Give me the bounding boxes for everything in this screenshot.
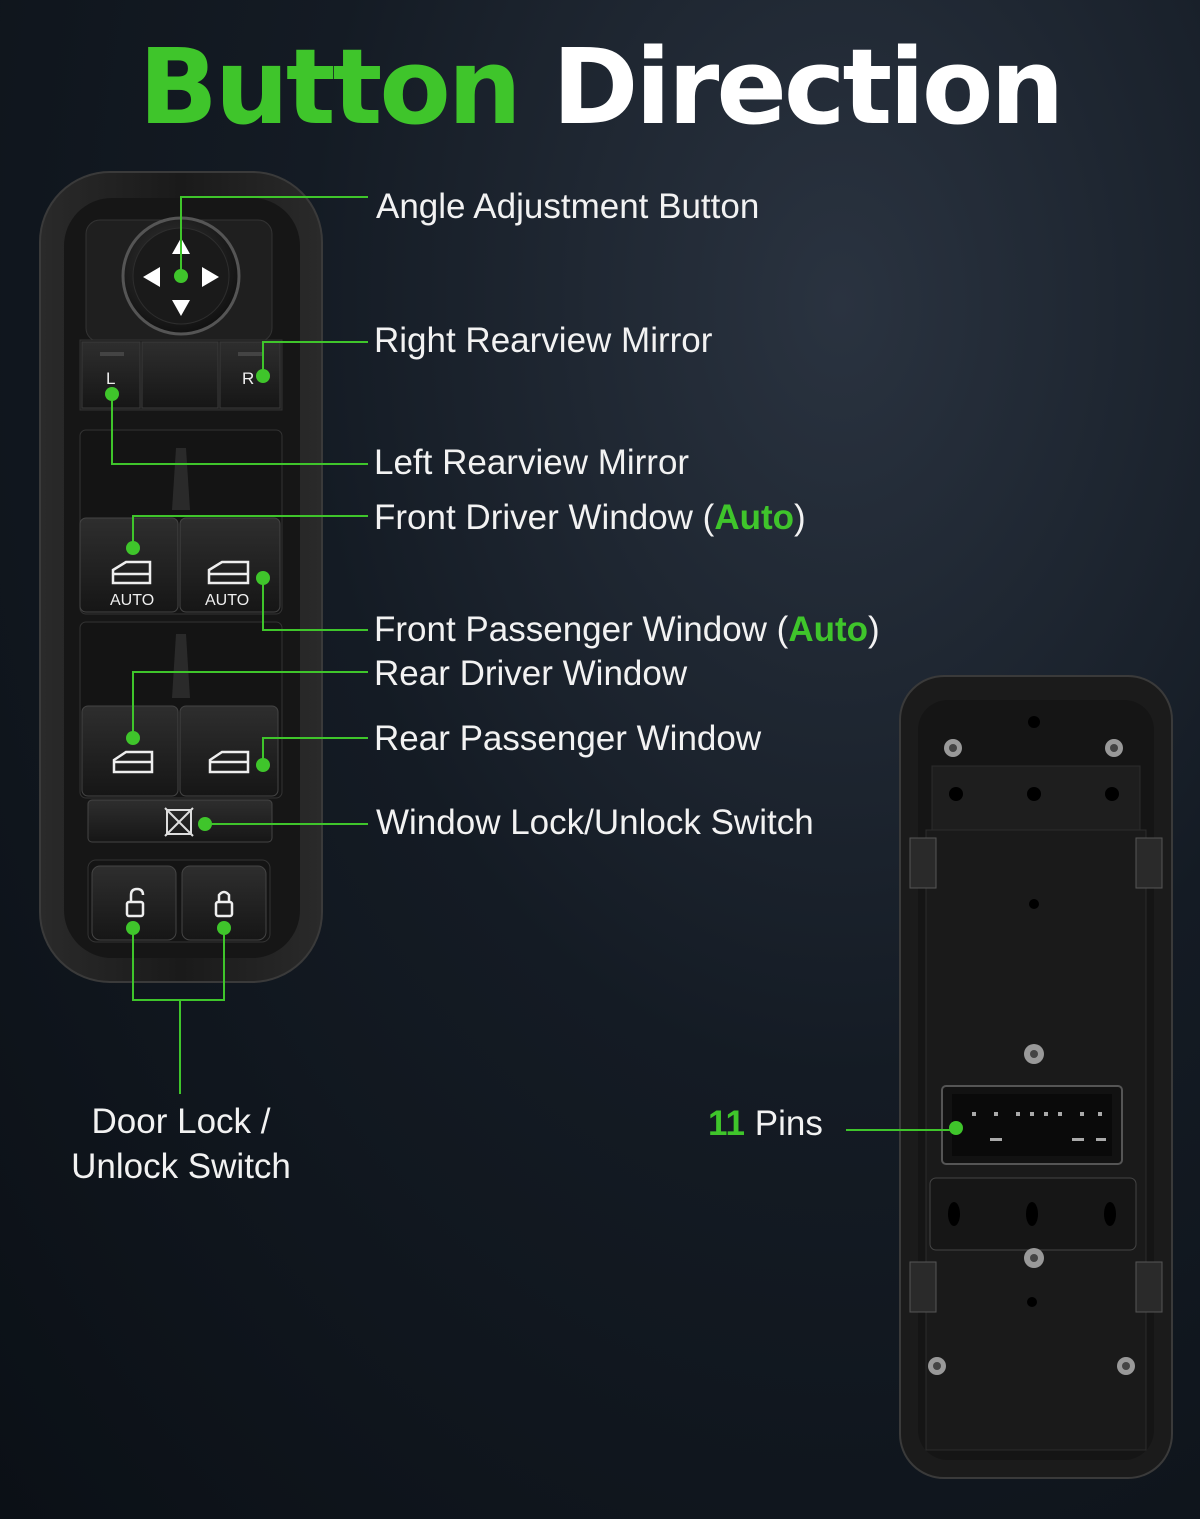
callout-lines <box>111 196 956 1131</box>
label-door-lock-line2: Unlock Switch <box>71 1146 291 1186</box>
window-icon <box>207 560 250 585</box>
label-front-passenger: Front Passenger Window (Auto) <box>374 612 880 647</box>
label-front-driver: Front Driver Window (Auto) <box>374 500 806 535</box>
page-title: Button Direction <box>0 26 1200 148</box>
label-pins: 11 Pins <box>708 1106 823 1141</box>
label-front-passenger-text: Front Passenger Window ( <box>374 610 789 649</box>
switch-mark-r: R <box>242 369 254 388</box>
front-passenger-window-button[interactable] <box>179 517 281 613</box>
label-front-driver-auto: Auto <box>714 498 795 537</box>
label-angle-adjustment: Angle Adjustment Button <box>376 187 760 226</box>
title-white: Direction <box>552 26 1064 148</box>
label-right-mirror: Right Rearview Mirror <box>374 321 713 360</box>
label-front-driver-close: ) <box>794 498 806 537</box>
label-left-mirror: Left Rearview Mirror <box>374 443 690 482</box>
label-rear-driver: Rear Driver Window <box>374 654 688 693</box>
label-pins-count: 11 <box>708 1104 745 1143</box>
unlock-icon <box>125 887 145 918</box>
arrow-right-icon <box>202 267 219 287</box>
auto-mark-driver: AUTO <box>110 592 154 609</box>
window-lock-icon <box>164 807 194 837</box>
label-front-driver-text: Front Driver Window ( <box>374 498 715 537</box>
lock-icon <box>214 890 234 918</box>
window-icon <box>111 560 152 585</box>
label-door-lock: Door Lock / Unlock Switch <box>40 1100 322 1190</box>
arrow-left-icon <box>143 267 160 287</box>
label-window-lock: Window Lock/Unlock Switch <box>376 803 814 842</box>
window-icon <box>112 750 154 774</box>
arrow-down-icon <box>172 300 190 316</box>
switch-panel-front: L R AUTO AUTO <box>39 171 323 983</box>
window-icon <box>208 750 250 774</box>
label-rear-passenger: Rear Passenger Window <box>374 719 762 758</box>
auto-mark-passenger: AUTO <box>205 592 249 609</box>
label-door-lock-line1: Door Lock / <box>91 1102 271 1141</box>
label-front-passenger-close: ) <box>868 610 880 649</box>
callout-dots <box>105 269 963 1135</box>
title-green: Button <box>138 26 522 148</box>
label-front-passenger-auto: Auto <box>788 610 869 649</box>
front-driver-window-button[interactable] <box>79 517 179 613</box>
label-pins-text: Pins <box>754 1104 823 1143</box>
mirror-center-button[interactable] <box>141 341 219 409</box>
switch-mark-l: L <box>106 369 115 388</box>
switch-panel-rear <box>899 675 1173 1479</box>
